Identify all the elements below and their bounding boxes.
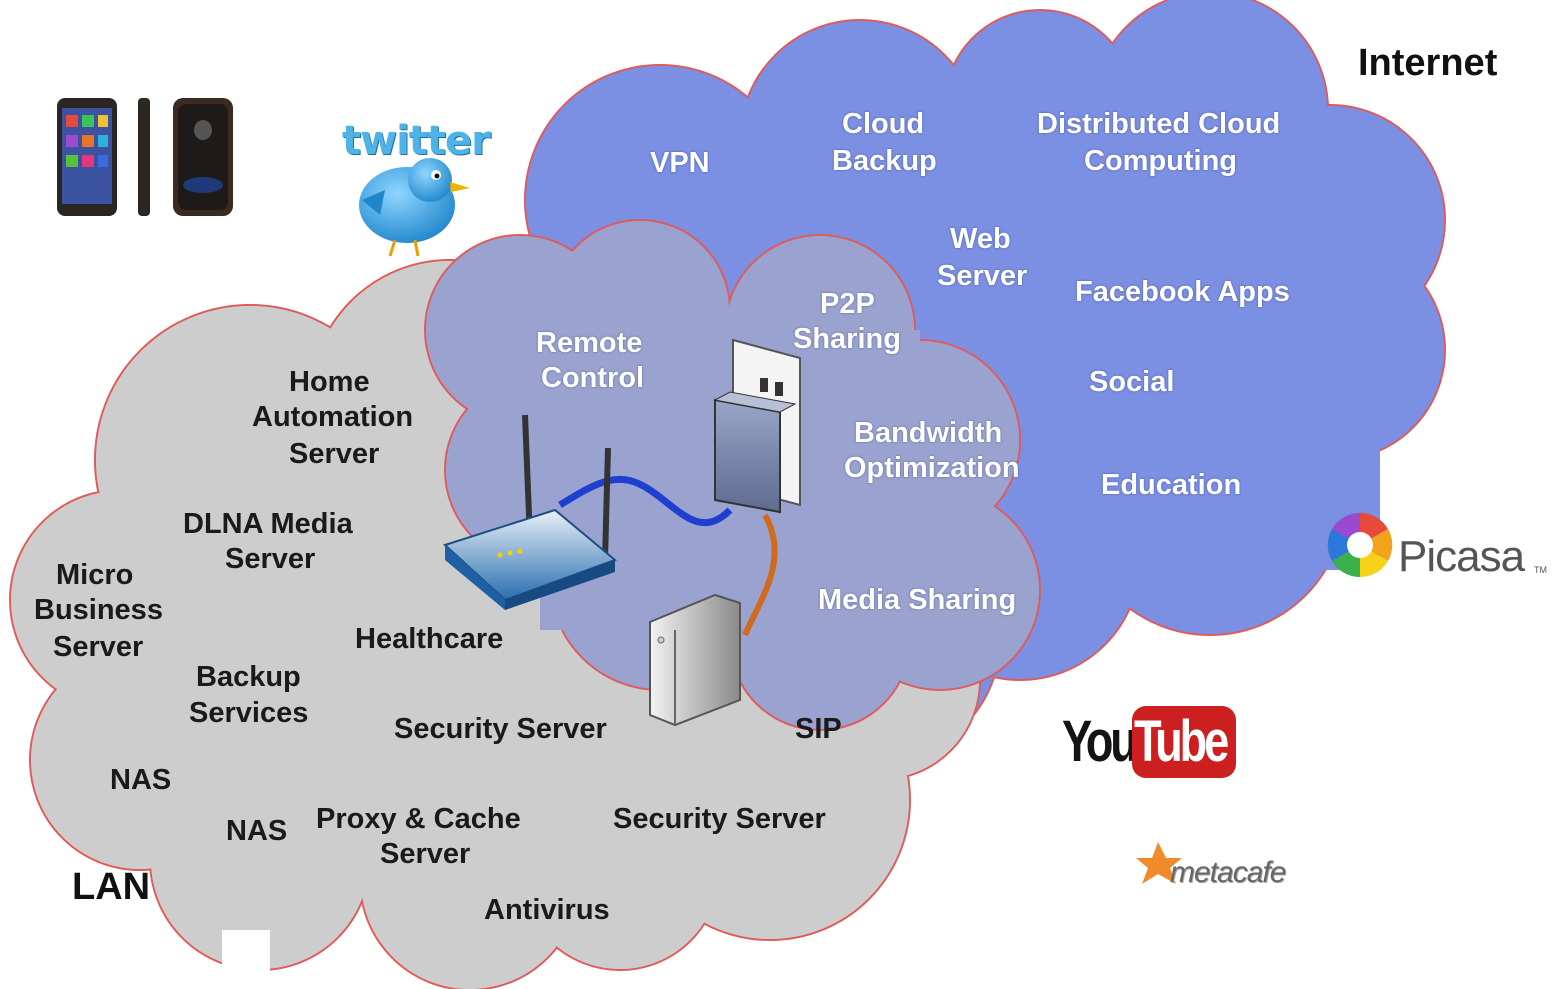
lan-title: LAN — [72, 866, 151, 908]
label-remote-1: Remote — [536, 327, 643, 359]
label-backup-2: Services — [189, 697, 309, 729]
label-dlna-2: Server — [225, 543, 316, 575]
label-sip: SIP — [795, 713, 842, 745]
label-bandwidth-2: Optimization — [844, 452, 1020, 484]
label-p2p-2: Sharing — [793, 323, 901, 355]
label-home-1: Home — [289, 366, 370, 398]
label-p2p-1: P2P — [820, 288, 875, 320]
label-proxy-2: Server — [380, 838, 471, 870]
label-home-2: Automation — [252, 401, 414, 433]
label-media-sharing: Media Sharing — [818, 584, 1017, 616]
metacafe-logo: metacafe — [1170, 856, 1286, 889]
twitter-bird-icon — [359, 158, 470, 257]
label-micro-1: Micro — [56, 559, 134, 591]
internet-title: Internet — [1358, 42, 1498, 84]
youtube-logo-box — [1132, 706, 1236, 778]
twitter-logo: twitter — [342, 118, 491, 164]
metacafe-logo-icon — [1136, 842, 1182, 884]
label-security-server-a: Security Server — [394, 713, 607, 745]
label-social: Social — [1089, 366, 1175, 398]
picasa-trademark: TM — [1534, 565, 1547, 575]
picasa-logo-icon — [1327, 512, 1393, 578]
label-security-server-b: Security Server — [613, 803, 826, 835]
smartphone-images-icon — [57, 98, 233, 216]
label-facebook-apps: Facebook Apps — [1075, 276, 1290, 308]
label-healthcare: Healthcare — [355, 623, 504, 655]
label-micro-3: Server — [53, 631, 144, 663]
ethernet-cable — [742, 513, 778, 637]
label-web-server-1: Web — [950, 223, 1011, 255]
network-cable — [558, 475, 733, 527]
label-proxy-1: Proxy & Cache — [316, 803, 521, 835]
label-home-3: Server — [289, 438, 380, 470]
label-vpn: VPN — [650, 147, 710, 179]
youtube-logo-you: You — [1062, 709, 1138, 774]
picasa-logo: Picasa — [1398, 532, 1525, 581]
powerline-adapter-icon — [713, 338, 801, 514]
label-cloud-backup-2: Backup — [832, 145, 937, 177]
youtube-logo-tube: Tube — [1134, 709, 1229, 774]
label-bandwidth-1: Bandwidth — [854, 417, 1003, 449]
label-web-server-2: Server — [937, 260, 1028, 292]
label-antivirus: Antivirus — [484, 894, 610, 926]
label-remote-2: Control — [541, 362, 645, 394]
nas-device-icon — [649, 593, 741, 727]
label-micro-2: Business — [34, 594, 163, 626]
label-nas-b: NAS — [226, 815, 288, 847]
router-icon — [443, 414, 617, 610]
label-backup-1: Backup — [196, 661, 301, 693]
label-distributed-1: Distributed Cloud — [1037, 108, 1281, 140]
label-nas-a: NAS — [110, 764, 172, 796]
label-distributed-2: Computing — [1084, 145, 1238, 177]
label-dlna-1: DLNA Media — [183, 508, 353, 540]
label-cloud-backup-1: Cloud — [842, 108, 925, 140]
label-education: Education — [1101, 469, 1242, 501]
